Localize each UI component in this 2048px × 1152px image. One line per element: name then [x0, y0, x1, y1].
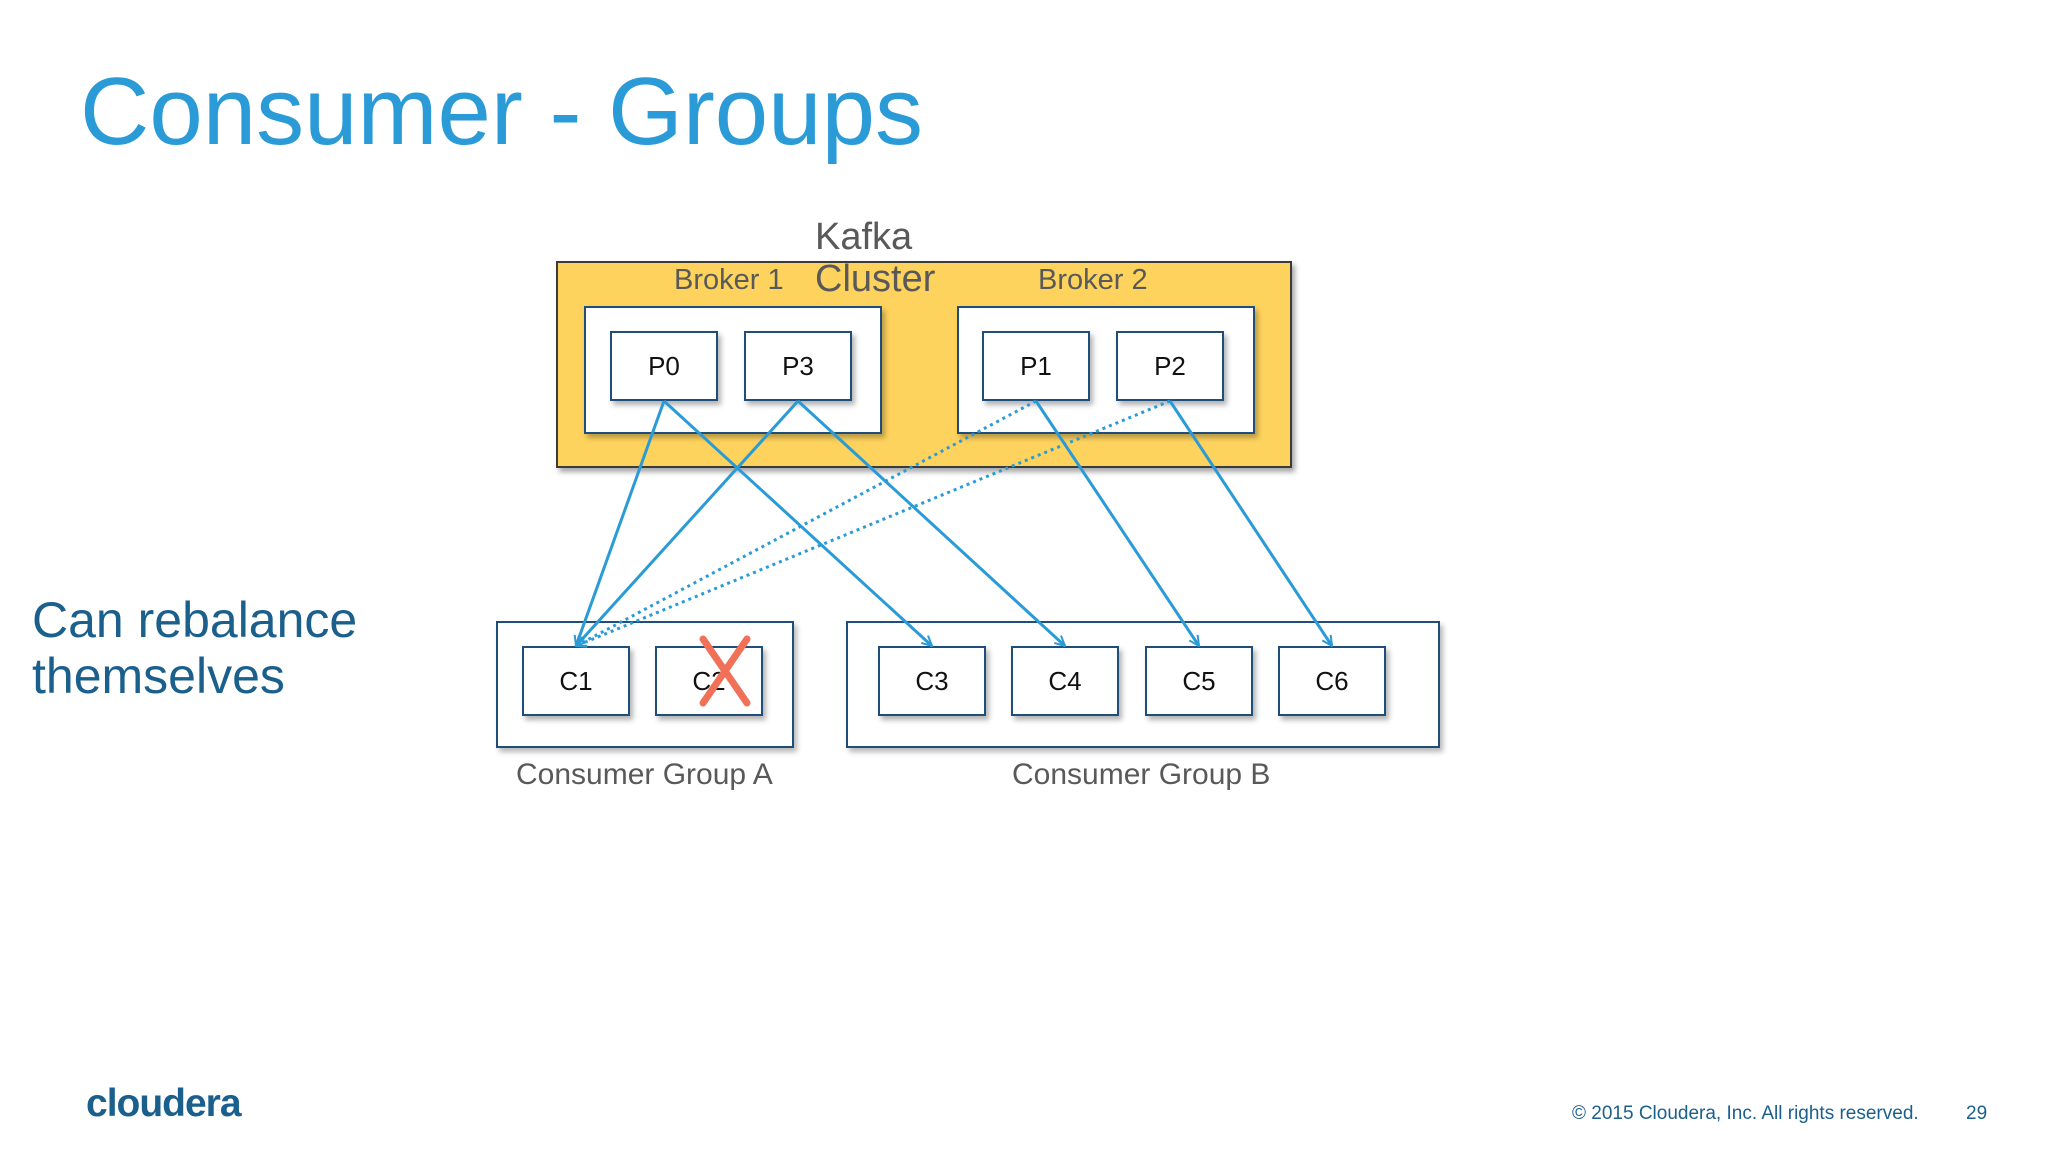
page-number: 29 [1966, 1103, 1988, 1124]
slide-title: Consumer - Groups [80, 58, 923, 165]
copyright-text: © 2015 Cloudera, Inc. All rights reserve… [1572, 1103, 1919, 1124]
broker-1-label: Broker 1 [674, 264, 784, 296]
partition-p1: P1 [982, 331, 1090, 401]
side-text: Can rebalance themselves [32, 592, 357, 704]
side-text-line-2: themselves [32, 648, 285, 704]
cluster-label: Kafka Cluster [815, 216, 935, 300]
consumer-c3: C3 [878, 646, 986, 716]
partition-p3: P3 [744, 331, 852, 401]
cluster-label-line-1: Kafka [815, 216, 913, 258]
consumer-c1: C1 [522, 646, 630, 716]
consumer-c6: C6 [1278, 646, 1386, 716]
failed-x-mark [699, 635, 751, 707]
consumer-c4: C4 [1011, 646, 1119, 716]
partition-p2: P2 [1116, 331, 1224, 401]
cloudera-logo: cloudera [86, 1082, 242, 1125]
consumer-group-b-label: Consumer Group B [1012, 758, 1271, 791]
consumer-c5: C5 [1145, 646, 1253, 716]
side-text-line-1: Can rebalance [32, 592, 358, 648]
consumer-group-a-label: Consumer Group A [516, 758, 773, 791]
broker-2-label: Broker 2 [1038, 264, 1148, 296]
partition-p0: P0 [610, 331, 718, 401]
cluster-label-line-2: Cluster [815, 258, 936, 300]
